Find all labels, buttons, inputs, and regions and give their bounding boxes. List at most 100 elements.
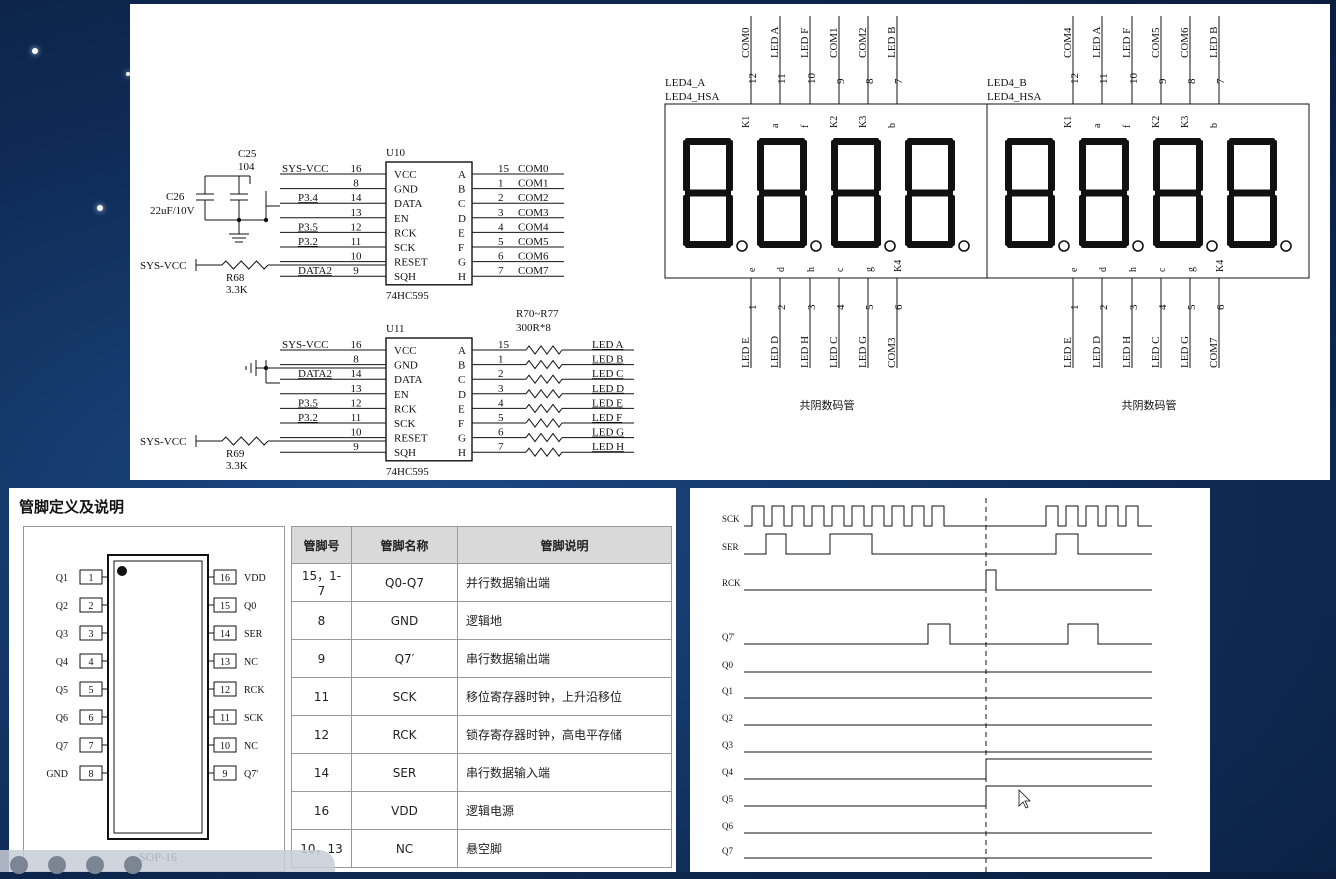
component-ref: LED4_B: [987, 77, 1027, 89]
segment: [833, 138, 879, 145]
component-value: 3.3K: [226, 460, 248, 472]
segment: [907, 241, 953, 248]
taskbar-icon[interactable]: [48, 856, 66, 874]
pin-number: 9: [1157, 78, 1169, 84]
signal-label: SER: [722, 542, 739, 552]
table-cell: GND: [351, 601, 458, 640]
table-cell: 9: [291, 639, 352, 678]
pin-number: 7: [498, 265, 504, 277]
pin-number: 5: [498, 236, 504, 248]
component-ref: R69: [226, 448, 245, 460]
net-label: COM5: [1150, 27, 1162, 58]
segment: [1227, 140, 1234, 191]
segment: [1007, 189, 1053, 197]
segment-pin-label: a: [770, 123, 781, 128]
segment: [1007, 241, 1053, 248]
taskbar-icon[interactable]: [10, 856, 28, 874]
pin-number: 14: [351, 192, 363, 204]
pin-name: GND: [394, 360, 418, 372]
net-label: COM6: [1179, 27, 1191, 58]
pin-number: 11: [1098, 73, 1110, 84]
net-label: COM1: [518, 178, 549, 190]
decimal-point: [1132, 240, 1144, 252]
pin-number: 13: [351, 207, 363, 219]
segment: [1048, 195, 1055, 246]
pin-number: 13: [220, 657, 230, 668]
segment: [759, 138, 805, 145]
segment: [800, 140, 807, 191]
background-star: [97, 205, 103, 211]
resistor-array-element: [525, 359, 563, 370]
net-label: LED C: [828, 337, 840, 368]
segment-pin-label: a: [1092, 123, 1103, 128]
resistor-symbol: [221, 260, 269, 270]
pin-name: A: [458, 169, 466, 181]
segment: [831, 140, 838, 191]
pin-name: NC: [244, 741, 258, 752]
segment-pin-label: K3: [1180, 116, 1191, 128]
segment: [905, 140, 912, 191]
chip-outline-outer: [107, 554, 209, 840]
pin-number: 7: [1215, 78, 1227, 84]
signal-label: Q1: [722, 686, 733, 696]
table-cell: Q0-Q7: [351, 563, 458, 602]
pin-name: SER: [244, 629, 263, 640]
pin-number: 8: [864, 78, 876, 84]
net-label: P3.5: [298, 221, 318, 233]
segment-pin-label: K3: [858, 116, 869, 128]
pin-number: 2: [498, 192, 504, 204]
pin-number: 11: [351, 236, 362, 248]
net-label: P3.2: [298, 412, 318, 424]
pin-name: Q0: [244, 601, 256, 612]
table-cell: 逻辑地: [457, 601, 672, 640]
pin-name: H: [458, 447, 466, 459]
pin-number: 10: [220, 741, 230, 752]
pin-number: 5: [864, 304, 876, 310]
decimal-point: [1206, 240, 1218, 252]
taskbar-icon[interactable]: [124, 856, 142, 874]
segment: [1155, 138, 1201, 145]
pin-name: G: [458, 257, 466, 269]
net-label: COM7: [518, 265, 549, 277]
segment-pin-label: e: [1069, 267, 1080, 272]
taskbar: [0, 850, 335, 874]
pin-name: F: [458, 242, 464, 254]
segment-pin-label: K4: [1215, 260, 1226, 272]
pin-number: 2: [776, 305, 788, 311]
net-label: LED D: [592, 383, 624, 395]
pin-number: 4: [498, 221, 504, 233]
pin-number: 9: [835, 78, 847, 84]
pin-name: RESET: [394, 257, 428, 269]
pin-name: Q3: [56, 629, 68, 640]
pin-name: G: [458, 433, 466, 445]
pin-name: Q6: [56, 713, 68, 724]
pin-number: 6: [893, 304, 905, 310]
table-cell: 12: [291, 715, 352, 754]
pin-name: DATA: [394, 198, 423, 210]
table-cell: 16: [291, 791, 352, 830]
segment: [1122, 195, 1129, 246]
segment: [759, 241, 805, 248]
segment-pin-label: d: [1098, 267, 1109, 272]
pin-name: VCC: [394, 169, 417, 181]
table-cell: VDD: [351, 791, 458, 830]
segment-pin-label: d: [776, 267, 787, 272]
table-cell: 串行数据输出端: [457, 639, 672, 678]
taskbar-icon[interactable]: [86, 856, 104, 874]
table-header-cell: 管脚名称: [351, 526, 458, 564]
decimal-point: [1280, 240, 1292, 252]
net-label: LED B: [886, 27, 898, 58]
pin-name: Q1: [56, 573, 68, 584]
component-value: LED4_HSA: [987, 91, 1041, 103]
net-label: LED F: [799, 28, 811, 58]
segment: [1079, 140, 1086, 191]
display-caption: 共阴数码管: [800, 398, 855, 412]
pin-number: 7: [498, 441, 504, 453]
net-label: LED F: [1121, 28, 1133, 58]
pin-name: SQH: [394, 447, 416, 459]
background-star: [32, 48, 38, 54]
segment: [1229, 189, 1275, 197]
